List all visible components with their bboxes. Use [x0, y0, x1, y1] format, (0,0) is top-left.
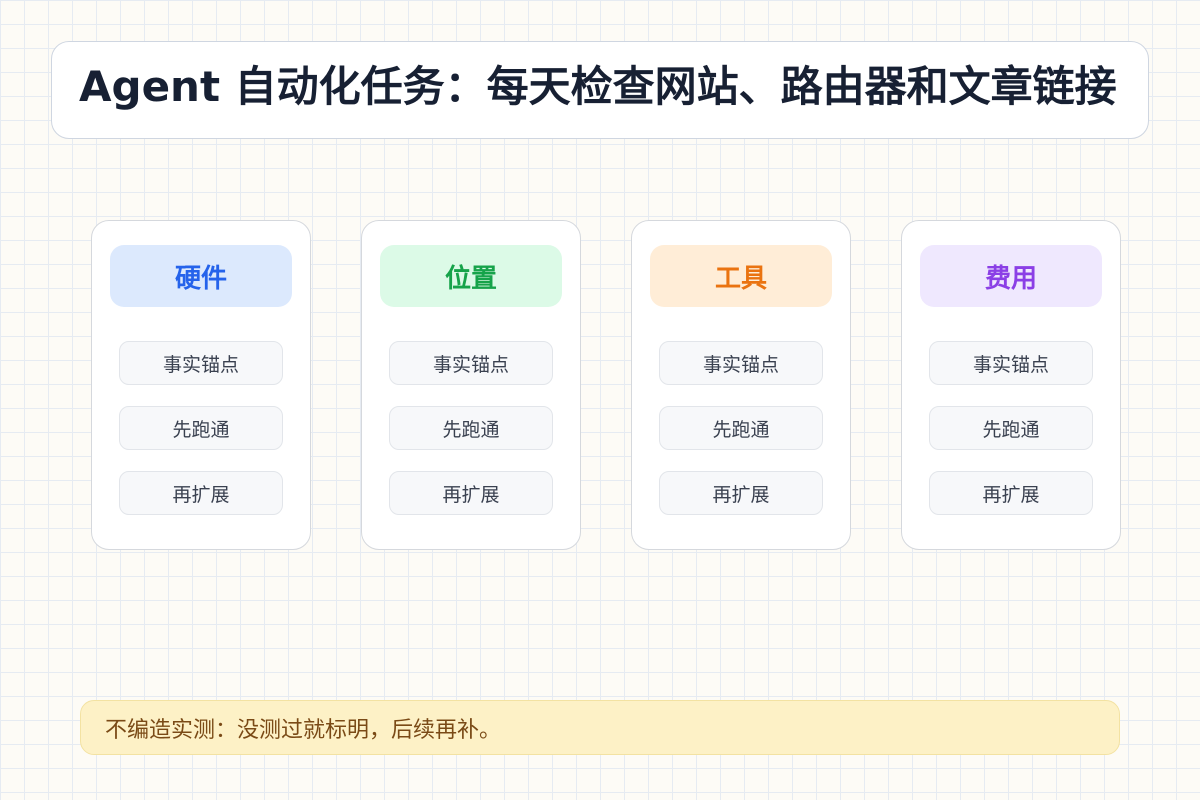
note-banner: 不编造实测：没测过就标明，后续再补。 — [80, 700, 1120, 755]
card-item: 事实锚点 — [119, 341, 283, 385]
card-item: 事实锚点 — [389, 341, 553, 385]
card-item: 再扩展 — [119, 471, 283, 515]
card-header-tools: 工具 — [650, 245, 832, 307]
card-item: 先跑通 — [389, 406, 553, 450]
card-tools: 工具 事实锚点 先跑通 再扩展 — [631, 220, 851, 550]
title-box — [51, 41, 1149, 139]
card-hardware: 硬件 事实锚点 先跑通 再扩展 — [91, 220, 311, 550]
page-title: Agent 自动化任务：每天检查网站、路由器和文章链接 — [79, 62, 1117, 111]
card-header-hardware: 硬件 — [110, 245, 292, 307]
card-cost: 费用 事实锚点 先跑通 再扩展 — [901, 220, 1121, 550]
card-location: 位置 事实锚点 先跑通 再扩展 — [361, 220, 581, 550]
card-header-location: 位置 — [380, 245, 562, 307]
card-item: 再扩展 — [389, 471, 553, 515]
card-item: 先跑通 — [659, 406, 823, 450]
card-item: 事实锚点 — [659, 341, 823, 385]
card-header-cost: 费用 — [920, 245, 1102, 307]
card-item: 再扩展 — [929, 471, 1093, 515]
card-item: 先跑通 — [929, 406, 1093, 450]
card-item: 事实锚点 — [929, 341, 1093, 385]
card-item: 再扩展 — [659, 471, 823, 515]
card-item: 先跑通 — [119, 406, 283, 450]
